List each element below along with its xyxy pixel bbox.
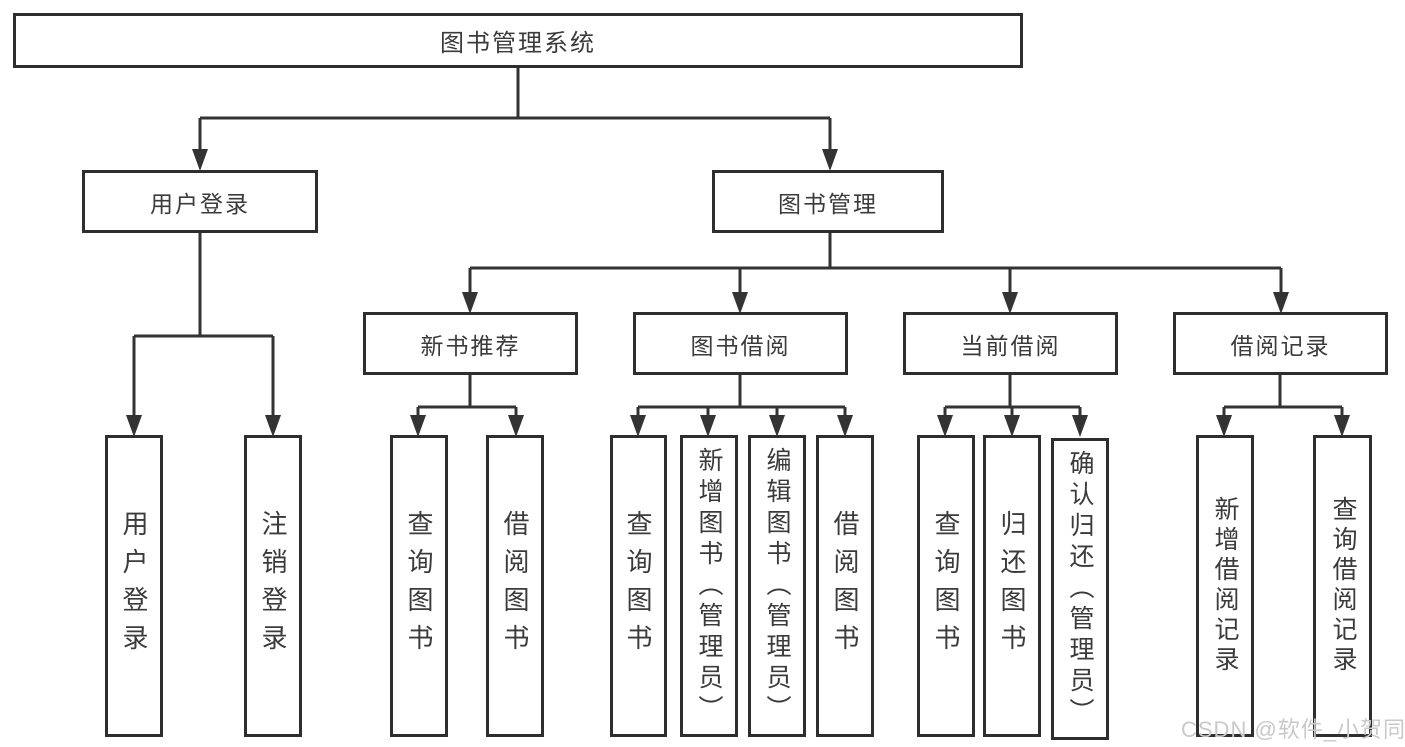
arrowhead-icon — [1273, 292, 1289, 314]
node-book-management: 图书管理 — [712, 170, 944, 233]
leaf-add-books-admin: 新增图书（管理员） — [680, 435, 738, 737]
leaf-borrow-books-newrec: 借阅图书 — [486, 435, 544, 737]
node-user-login: 用户登录 — [82, 170, 318, 233]
csdn-watermark: CSDN @软件_小贺同学 — [1181, 717, 1405, 742]
arrowhead-icon — [1002, 292, 1018, 314]
leaf-return-books: 归还图书 — [983, 435, 1041, 737]
arrowhead-icon — [837, 415, 853, 437]
arrowhead-icon — [192, 149, 208, 171]
arrowhead-icon — [126, 415, 142, 437]
arrowhead-icon — [1004, 415, 1020, 437]
arrowhead-icon — [732, 292, 748, 314]
arrowhead-icon — [508, 415, 524, 437]
node-current-borrowing: 当前借阅 — [903, 312, 1118, 375]
arrowhead-icon — [462, 292, 478, 314]
arrowhead-icon — [265, 415, 281, 437]
leaf-edit-books-admin: 编辑图书（管理员） — [748, 435, 806, 737]
arrowhead-icon — [630, 415, 646, 437]
leaf-add-borrow-record: 新增借阅记录 — [1196, 435, 1254, 737]
node-borrowing-records: 借阅记录 — [1173, 312, 1388, 375]
arrowhead-icon — [1334, 415, 1350, 437]
arrowhead-icon — [1072, 415, 1088, 437]
leaf-query-books-current: 查询图书 — [917, 435, 975, 737]
arrowhead-icon — [822, 149, 838, 171]
node-book-borrowing: 图书借阅 — [633, 312, 848, 375]
leaf-user-login: 用户登录 — [105, 435, 163, 737]
arrowhead-icon — [769, 415, 785, 437]
leaf-query-borrow-record: 查询借阅记录 — [1313, 435, 1372, 737]
connector-path — [132, 68, 1344, 416]
arrowhead-icon — [410, 415, 426, 437]
leaf-query-books-newrec: 查询图书 — [390, 435, 448, 737]
arrowhead-icon — [700, 415, 716, 437]
node-root-system: 图书管理系统 — [13, 13, 1023, 68]
arrowhead-icon — [1216, 415, 1232, 437]
leaf-logout-login: 注销登录 — [244, 435, 302, 737]
arrowheads — [126, 149, 1350, 437]
leaf-query-books-borrowing: 查询图书 — [610, 435, 667, 737]
node-new-book-recommend: 新书推荐 — [363, 312, 578, 375]
leaf-confirm-return-admin: 确认归还（管理员） — [1051, 438, 1109, 740]
leaf-borrow-books-borrowing: 借阅图书 — [816, 435, 874, 737]
arrowhead-icon — [937, 415, 953, 437]
